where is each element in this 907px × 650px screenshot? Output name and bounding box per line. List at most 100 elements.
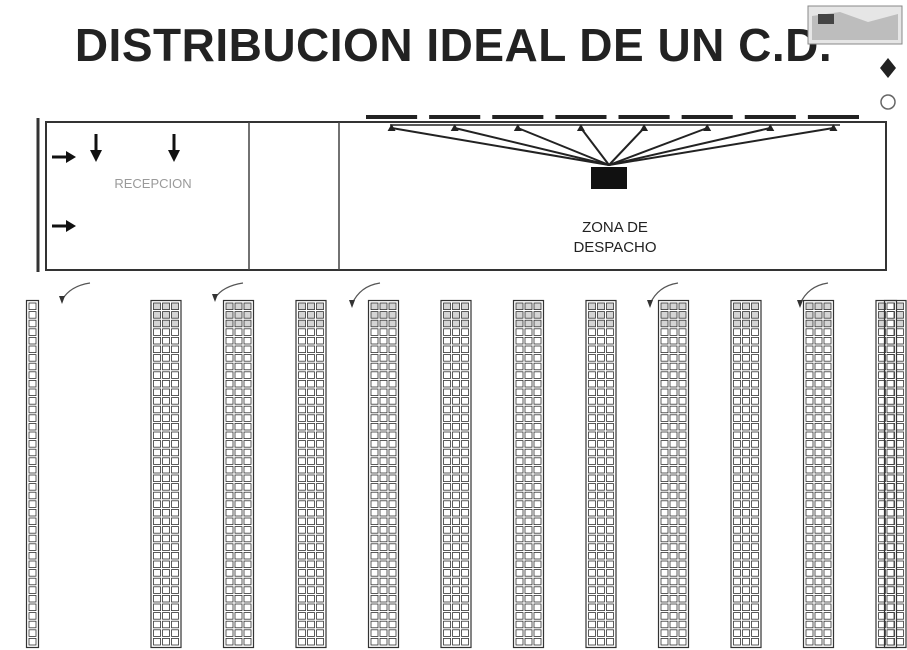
rack-slot <box>379 508 388 517</box>
rack-slot <box>28 422 37 431</box>
rack-slot <box>814 414 823 422</box>
rack-slot <box>533 603 542 611</box>
dispatch-route-line <box>608 127 645 166</box>
rack-slot <box>823 603 832 611</box>
rack-slot <box>515 345 524 353</box>
rack-slot <box>878 354 886 362</box>
rack-slot <box>678 311 687 319</box>
rack-slot <box>878 431 886 439</box>
rack-slot <box>524 319 533 328</box>
rack-slot <box>171 577 179 586</box>
rack-slot <box>388 319 397 328</box>
rack-slot <box>588 595 596 603</box>
rack-slot <box>886 354 895 362</box>
rack-slot <box>28 629 37 637</box>
rack-slot <box>225 336 234 345</box>
rack-slot <box>669 362 678 371</box>
rack-slot <box>171 560 179 568</box>
rack-slot <box>243 302 252 310</box>
rack-slot <box>243 388 252 396</box>
rack-slot <box>388 362 397 371</box>
rack-slot <box>379 483 388 491</box>
rack-slot <box>443 319 451 328</box>
rack-slot <box>234 379 243 388</box>
rack-slot <box>886 431 895 439</box>
rack-slot <box>606 595 614 603</box>
rack-slot <box>388 311 397 319</box>
rack-slot <box>162 534 170 543</box>
rack-slot <box>751 586 759 594</box>
rack-slot <box>896 552 904 560</box>
rack-slot <box>669 336 678 345</box>
rack-slot <box>316 534 324 543</box>
rack-slot <box>733 526 741 534</box>
rack-slot <box>379 552 388 560</box>
down-arrow-icon <box>90 134 102 162</box>
rack-slot <box>606 362 614 371</box>
rack-slot <box>461 302 469 310</box>
rack-slot <box>588 354 596 362</box>
rack-slot <box>162 302 170 310</box>
rack-slot <box>524 422 533 431</box>
rack-column <box>150 299 182 649</box>
rack-slot <box>452 465 460 474</box>
rack-slot <box>823 388 832 396</box>
rack-slot <box>234 440 243 448</box>
rack-slot <box>896 379 904 388</box>
rack-slot <box>388 586 397 594</box>
rack-slot <box>805 354 814 362</box>
rack-slot <box>307 620 315 629</box>
rack-slot <box>733 508 741 517</box>
rack-slot <box>370 465 379 474</box>
rack-slot <box>660 586 669 594</box>
rack-slot <box>588 302 596 310</box>
rack-slot <box>515 508 524 517</box>
rack-slot <box>28 405 37 414</box>
building-outline <box>45 121 887 271</box>
rack-slot <box>597 440 605 448</box>
rack-slot <box>28 603 37 611</box>
rack-slot <box>452 543 460 551</box>
rack-slot <box>452 354 460 362</box>
rack-slot <box>171 629 179 637</box>
rack-slot <box>669 405 678 414</box>
rack-slot <box>733 534 741 543</box>
rack-slot <box>823 319 832 328</box>
rack-slot <box>379 397 388 405</box>
rack-frame <box>367 299 400 649</box>
rack-slot <box>896 508 904 517</box>
rack-slot <box>669 302 678 310</box>
rack-slot <box>678 517 687 525</box>
rack-slot <box>878 569 886 577</box>
rack-slot <box>298 552 306 560</box>
rack-slot <box>162 345 170 353</box>
rack-slot <box>316 354 324 362</box>
rack-slot <box>751 629 759 637</box>
rack-slot <box>533 595 542 603</box>
rack-slot <box>660 465 669 474</box>
rack-slot <box>886 405 895 414</box>
rack-slot <box>162 362 170 371</box>
rack-slot <box>388 431 397 439</box>
rack-slot <box>660 354 669 362</box>
rack-slot <box>162 431 170 439</box>
rack-slot <box>660 328 669 336</box>
rack-slot <box>225 362 234 371</box>
rack-slot <box>886 311 895 319</box>
rack-slot <box>805 500 814 508</box>
rack-slot <box>388 508 397 517</box>
rack-slot <box>878 302 886 310</box>
rack-slot <box>307 465 315 474</box>
rack-slot <box>606 371 614 379</box>
rack-slot <box>379 371 388 379</box>
rack-slot <box>886 379 895 388</box>
rack-slot <box>678 620 687 629</box>
rack-slot <box>379 414 388 422</box>
route-arrowhead-icon <box>829 124 838 131</box>
rack-slot <box>515 319 524 328</box>
rack-slot <box>388 457 397 465</box>
rack-slot <box>660 371 669 379</box>
rack-frame <box>25 299 40 649</box>
rack-slot <box>814 431 823 439</box>
rack-slot <box>896 371 904 379</box>
